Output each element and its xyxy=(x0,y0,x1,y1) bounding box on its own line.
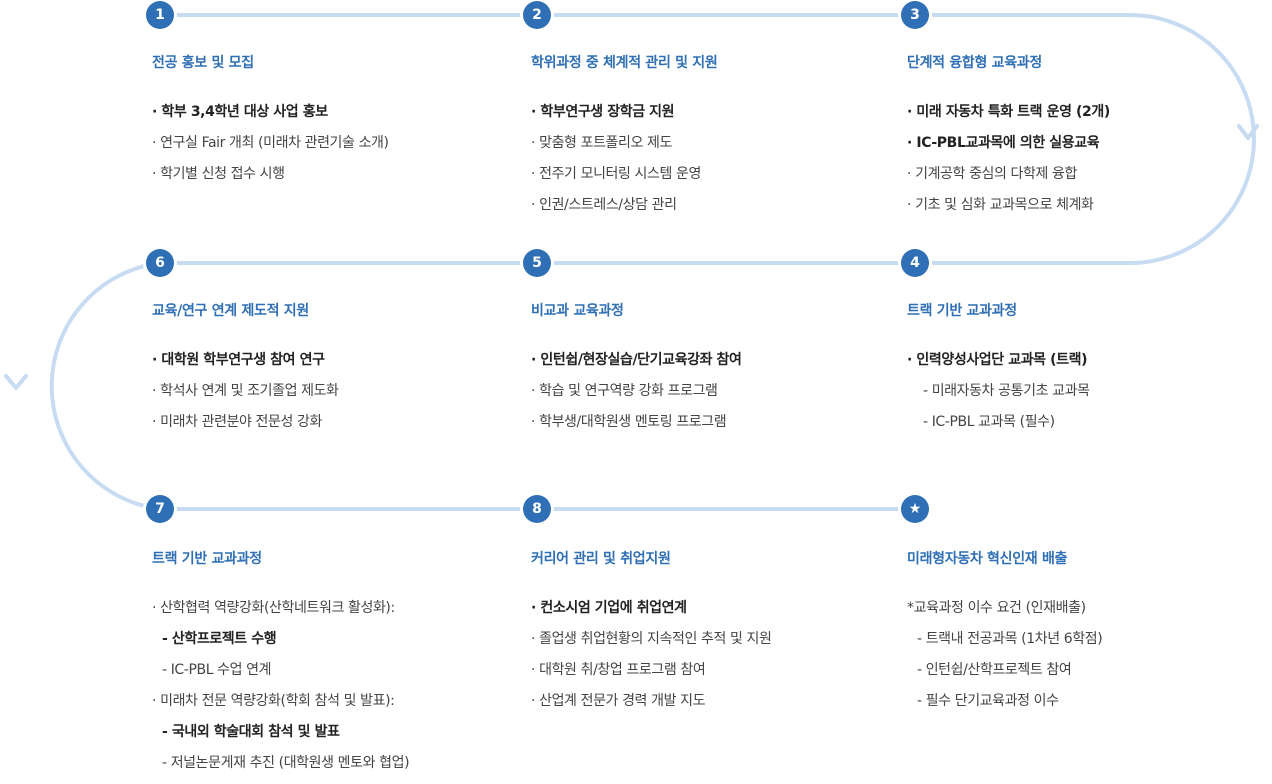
step-item: · IC-PBL교과목에 의한 실용교육 xyxy=(907,135,1100,151)
step-item: · 전주기 모니터링 시스템 운영 xyxy=(531,166,702,182)
step-block-8: 커리어 관리 및 취업지원 · 컨소시엄 기업에 취업연계 · 졸업생 취업현황의 … xyxy=(531,548,861,722)
step-item: · 컨소시엄 기업에 취업연계 xyxy=(531,600,687,616)
step-item: · 학부생/대학원생 멘토링 프로그램 xyxy=(531,414,727,430)
step-item: · 학습 및 연구역량 강화 프로그램 xyxy=(531,383,718,399)
step-item: - 국내외 학술대회 참석 및 발표 xyxy=(162,724,340,740)
track-line xyxy=(49,13,1256,511)
step-badge-7: 7 xyxy=(146,495,174,523)
step-item: · 학부 3,4학년 대상 사업 홍보 xyxy=(152,104,328,120)
step-block-7: 트랙 기반 교과과정 · 산학협력 역량강화(산학네트워크 활성화): - 산학프로… xyxy=(152,548,482,784)
step-item: · 대학원 취/창업 프로그램 참여 xyxy=(531,662,706,678)
step-badge-4: 4 xyxy=(901,249,929,277)
step-block-4: 트랙 기반 교과과정 · 인력양성사업단 교과목 (트랙) - 미래자동차 공통기초… xyxy=(907,300,1237,443)
step-title: 교육/연구 연계 제도적 지원 xyxy=(152,303,309,319)
step-item: - IC-PBL 교과목 (필수) xyxy=(923,414,1055,430)
step-title: 트랙 기반 교과과정 xyxy=(907,303,1017,319)
arrow-down-right-icon xyxy=(1237,124,1259,140)
step-title: 학위과정 중 체계적 관리 및 지원 xyxy=(531,55,718,71)
step-block-9: 미래형자동차 혁신인재 배출 *교육과정 이수 요건 (인재배출) - 트랙내 전공… xyxy=(907,548,1237,722)
step-block-6: 교육/연구 연계 제도적 지원 · 대학원 학부연구생 참여 연구 · 학석사 연계… xyxy=(152,300,482,443)
step-item: *교육과정 이수 요건 (인재배출) xyxy=(907,600,1086,616)
step-item: - 인턴쉽/산학프로젝트 참여 xyxy=(917,662,1072,678)
step-title: 전공 홍보 및 모집 xyxy=(152,55,254,71)
step-item: · 미래 자동차 특화 트랙 운영 (2개) xyxy=(907,104,1110,120)
step-item: - IC-PBL 수업 연계 xyxy=(162,662,272,678)
step-block-5: 비교과 교육과정 · 인턴쉽/현장실습/단기교육강좌 참여 · 학습 및 연구역량 … xyxy=(531,300,861,443)
step-title: 커리어 관리 및 취업지원 xyxy=(531,551,671,567)
step-item: · 연구실 Fair 개최 (미래차 관련기술 소개) xyxy=(152,135,389,151)
step-item: · 기초 및 심화 교과목으로 체계화 xyxy=(907,197,1094,213)
step-item: · 산업계 전문가 경력 개발 지도 xyxy=(531,693,706,709)
step-item: · 기계공학 중심의 다학제 융합 xyxy=(907,166,1078,182)
step-block-1: 전공 홍보 및 모집 · 학부 3,4학년 대상 사업 홍보 · 연구실 Fair … xyxy=(152,52,482,195)
step-item: · 미래차 관련분야 전문성 강화 xyxy=(152,414,323,430)
step-title: 비교과 교육과정 xyxy=(531,303,624,319)
step-badge-2: 2 xyxy=(523,1,551,29)
step-item: · 학부연구생 장학금 지원 xyxy=(531,104,675,120)
step-item: - 미래자동차 공통기초 교과목 xyxy=(923,383,1090,399)
step-block-3: 단계적 융합형 교육과정 · 미래 자동차 특화 트랙 운영 (2개) · IC-P… xyxy=(907,52,1237,226)
step-item: · 미래차 전문 역량강화(학회 참석 및 발표): xyxy=(152,693,395,709)
step-title: 미래형자동차 혁신인재 배출 xyxy=(907,551,1068,567)
step-item: - 필수 단기교육과정 이수 xyxy=(917,693,1059,709)
step-item: · 대학원 학부연구생 참여 연구 xyxy=(152,352,325,368)
step-badge-1: 1 xyxy=(146,1,174,29)
step-item: · 인턴쉽/현장실습/단기교육강좌 참여 xyxy=(531,352,742,368)
step-item: · 인권/스트레스/상담 관리 xyxy=(531,197,677,213)
step-item: · 학기별 신청 접수 시행 xyxy=(152,166,285,182)
step-badge-5: 5 xyxy=(523,249,551,277)
step-item: · 학석사 연계 및 조기졸업 제도화 xyxy=(152,383,339,399)
step-item: - 트랙내 전공과목 (1차년 6학점) xyxy=(917,631,1103,647)
step-item: - 산학프로젝트 수행 xyxy=(162,631,277,647)
step-badge-6: 6 xyxy=(146,249,174,277)
step-title: 트랙 기반 교과과정 xyxy=(152,551,262,567)
step-block-2: 학위과정 중 체계적 관리 및 지원 · 학부연구생 장학금 지원 · 맞춤형 포트… xyxy=(531,52,861,226)
step-item: · 맞춤형 포트폴리오 제도 xyxy=(531,135,673,151)
step-item: - 저널논문게재 추진 (대학원생 멘토와 협업) xyxy=(162,755,410,771)
arrow-down-left-icon xyxy=(4,374,28,390)
star-badge: ★ xyxy=(901,495,929,523)
step-item: · 산학협력 역량강화(산학네트워크 활성화): xyxy=(152,600,395,616)
step-badge-8: 8 xyxy=(523,495,551,523)
step-title: 단계적 융합형 교육과정 xyxy=(907,55,1042,71)
step-badge-3: 3 xyxy=(901,1,929,29)
step-item: · 졸업생 취업현황의 지속적인 추적 및 지원 xyxy=(531,631,772,647)
step-item: · 인력양성사업단 교과목 (트랙) xyxy=(907,352,1088,368)
